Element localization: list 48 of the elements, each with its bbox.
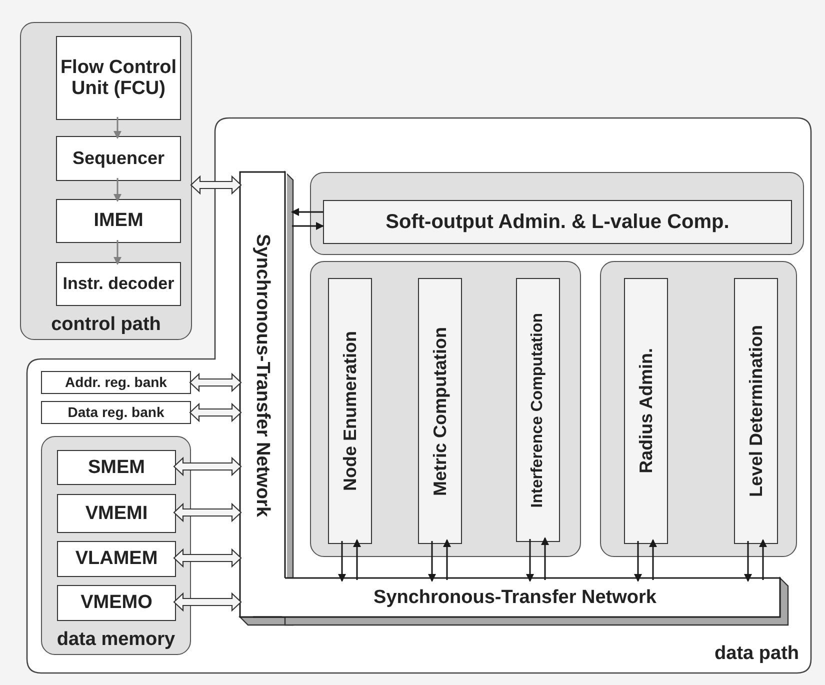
process-box: Flow Control Unit (FCU): [56, 36, 181, 120]
arrow: [353, 539, 361, 580]
group-label: control path: [51, 314, 161, 336]
group-panel: [310, 172, 804, 255]
region-label: data path: [714, 643, 799, 665]
arrow: [114, 117, 122, 139]
process-box: Radius Admin.: [624, 278, 668, 544]
arrow: [649, 539, 657, 580]
process-box: Metric Computation: [418, 278, 462, 544]
double-arrow: [173, 456, 242, 476]
double-arrow: [173, 502, 242, 522]
group-panel: [20, 22, 192, 340]
arrow: [114, 178, 122, 202]
process-box: Addr. reg. bank: [41, 371, 191, 394]
bus-label: Synchronous-Transfer Network: [253, 234, 272, 516]
double-arrow: [189, 372, 242, 392]
process-box: Interference Computation: [516, 278, 560, 542]
group-panel: [41, 436, 191, 655]
process-box: VLAMEM: [57, 541, 176, 577]
group-panel: [310, 261, 581, 557]
process-box: Sequencer: [56, 136, 181, 181]
process-box: Level Determination: [734, 278, 778, 544]
process-box: Data reg. bank: [41, 401, 191, 424]
process-box: Soft-output Admin. & L-value Comp.: [323, 200, 792, 244]
bus-label: Synchronous-Transfer Network: [374, 587, 656, 609]
process-box: Node Enumeration: [328, 278, 372, 544]
arrow: [292, 222, 324, 230]
double-arrow: [189, 402, 242, 422]
arrow: [114, 240, 122, 265]
double-arrow: [190, 175, 242, 195]
arrow: [428, 541, 436, 582]
arrow: [526, 539, 534, 582]
arrow: [744, 541, 752, 582]
process-box: SMEM: [57, 450, 176, 485]
double-arrow: [173, 548, 242, 568]
process-box: VMEMI: [57, 494, 176, 533]
arrow: [541, 537, 549, 580]
group-panel: [600, 261, 797, 557]
double-arrow: [173, 592, 242, 612]
process-box: VMEMO: [57, 585, 176, 621]
arrow: [291, 208, 323, 216]
process-box: Instr. decoder: [56, 262, 181, 306]
arrow: [443, 539, 451, 580]
arrow: [338, 541, 346, 582]
arrow: [634, 541, 642, 582]
group-label: data memory: [56, 629, 176, 651]
arrow: [759, 539, 767, 580]
process-box: IMEM: [56, 199, 181, 243]
